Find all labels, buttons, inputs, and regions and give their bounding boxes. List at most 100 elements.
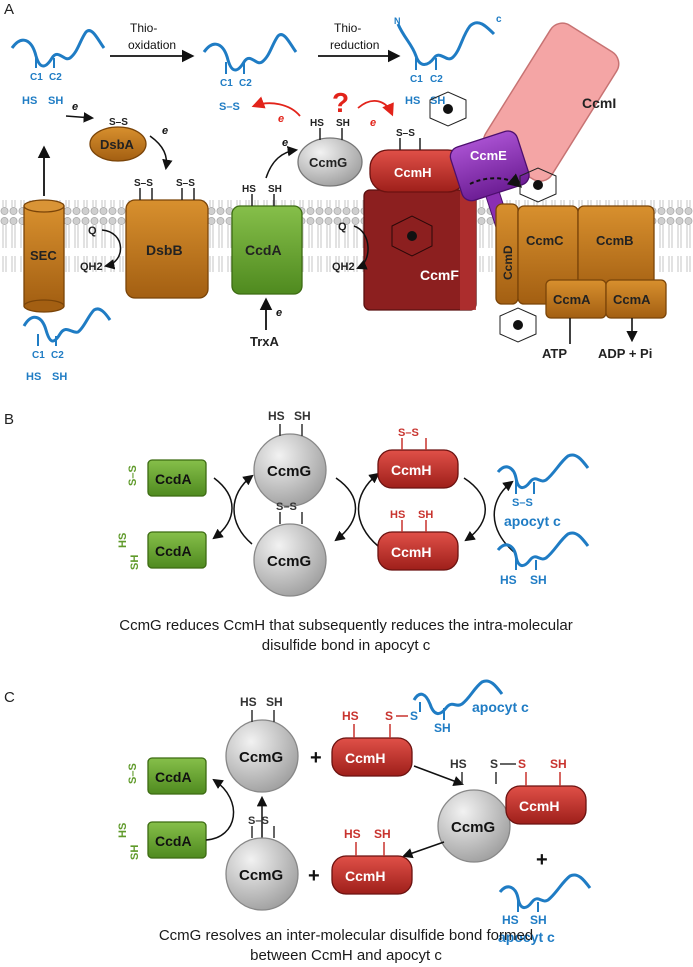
panel-c-caption-1: CcmG resolves an inter-molecular disulfi… — [159, 927, 533, 944]
ccmG-circle-b-top — [253, 433, 327, 507]
ccmg-to-ccmh-red-arrow — [357, 100, 394, 117]
apocyt-b-ss: S–S — [512, 497, 533, 509]
c-complex-arrow — [413, 765, 464, 786]
heme-icon-bottom — [499, 307, 537, 343]
ccmA-label-2: CcmA — [613, 292, 651, 307]
ccmG-label-b-bottom: CcmG — [267, 553, 311, 570]
ccdA-sh-label: SH — [268, 184, 282, 195]
q-cycle-arrow-2 — [353, 225, 369, 270]
ccmG-protein-a — [297, 137, 363, 187]
ccdA-c-top-ss: S–S — [127, 763, 139, 784]
dsbB-label: DsbB — [146, 242, 183, 258]
q-label-2: Q — [338, 221, 347, 233]
thio-reduction-line2: reduction — [330, 38, 379, 52]
apocyt-c-bottom-label: apocyt c — [498, 929, 555, 945]
ccmG-c-mid-hs: HS — [450, 757, 467, 771]
heme-icon-ccmc — [519, 167, 557, 203]
ccmH-c-bottom-hs: HS — [344, 827, 361, 841]
dsbA-label: DsbA — [100, 137, 135, 152]
sh-label: SH — [48, 95, 63, 107]
dsbA-protein — [89, 126, 147, 162]
ccmH-b-bottom-hs: HS — [390, 509, 405, 521]
thio-reduction-line1: Thio- — [334, 21, 361, 35]
ccmH-b-bottom-sh: SH — [418, 509, 433, 521]
panel-a-letter: A — [4, 1, 14, 18]
cyto-cys2-label: C2 — [51, 350, 64, 361]
trxA-label: TrxA — [250, 334, 280, 349]
ccmG-circle-c-bottom — [225, 837, 299, 911]
apocyt-b-label: apocyt c — [504, 513, 561, 529]
cyto-hs-label: HS — [26, 371, 41, 383]
apocyt-reduced-top-right — [396, 21, 496, 70]
ccmG-label-c-mid: CcmG — [451, 819, 495, 836]
electron-arrow-apocyt-dsba — [65, 112, 95, 123]
panel-b-letter: B — [4, 411, 14, 428]
ccmB-label: CcmB — [596, 233, 634, 248]
dsba-to-dsbb-arrow — [149, 135, 173, 171]
electron-label-1: e — [72, 101, 78, 113]
reduced-hs-label: HS — [405, 95, 420, 107]
ccmH-label-c-mid: CcmH — [519, 798, 559, 814]
step-thio-oxidation-label-2: oxidation — [128, 38, 176, 52]
ccmG-label-b-top: CcmG — [267, 463, 311, 480]
ccmG-label-c-top: CcmG — [239, 749, 283, 766]
plus-c-3: + — [308, 865, 320, 887]
exchange-arrow-b-2-up — [357, 472, 380, 547]
electron-label-2: e — [162, 125, 168, 137]
reduced-cys1-label: C1 — [410, 74, 423, 85]
ccmH-c-mid-sh: SH — [550, 757, 567, 771]
apocyt-b-reduced — [496, 531, 590, 570]
ccmG-c-top-hs: HS — [240, 695, 257, 709]
ccdA-b-top-ss: S–S — [127, 465, 139, 486]
ccmA-protein-2 — [605, 279, 667, 319]
oxidized-cys1-label: C1 — [220, 78, 233, 89]
qh2-label-1: QH2 — [80, 261, 103, 273]
panel-c-letter: C — [4, 689, 15, 706]
exchange-arrow-b-2-down — [334, 477, 357, 542]
ccmG-sh-label: SH — [336, 118, 350, 129]
ccdA-box-c-top — [147, 757, 207, 795]
exchange-arrow-b-3-down — [463, 477, 486, 542]
exchange-arrow-b-1-down — [212, 477, 233, 540]
apocyt-b-oxidized — [496, 453, 590, 494]
apocyt-c-top — [412, 679, 504, 720]
ccmG-b-bottom-ss: S–S — [276, 501, 297, 513]
apocyt-c-released-sh: SH — [530, 913, 547, 927]
sec-translocon — [23, 199, 65, 313]
ccdA-label-c-bottom: CcdA — [155, 833, 192, 849]
dsbB-protein — [125, 199, 209, 299]
c-terminus-label: c — [496, 14, 502, 25]
ccdA-c-bottom-hs: HS — [117, 823, 129, 838]
ccmE-label: CcmE — [470, 148, 507, 163]
ccmH-cyl-c-mid — [505, 785, 587, 825]
ccmF-protein — [363, 189, 477, 311]
ccdA-c-bottom-sh: SH — [129, 845, 141, 860]
ccmH-cyl-b-top — [377, 449, 459, 489]
q-cycle-arrow-1 — [101, 229, 122, 270]
ccmH-ss-label-a: S–S — [396, 128, 415, 139]
plus-c-2: + — [536, 849, 548, 871]
ccda-to-ccmg-arrow — [265, 145, 299, 179]
ccdA-protein — [231, 205, 303, 295]
apocyt-c-top-sh: SH — [434, 721, 451, 735]
qh2-label-2: QH2 — [332, 261, 355, 273]
atp-label: ATP — [542, 346, 567, 361]
ccmC-label: CcmC — [526, 233, 564, 248]
ccdA-b-bottom-hs: HS — [117, 533, 129, 548]
apocyt-c-released — [498, 873, 592, 912]
electron-label-trxA: e — [276, 307, 282, 319]
ccmA-label-1: CcmA — [553, 292, 591, 307]
cyto-sh-label: SH — [52, 371, 67, 383]
apocyt-oxidized — [202, 33, 298, 74]
ccmG-c-bottom-ss: S–S — [248, 815, 269, 827]
ccmg-to-oxidized-red-arrow — [251, 96, 301, 117]
hs-label: HS — [22, 95, 37, 107]
apocyt-cytoplasm — [22, 307, 112, 346]
apocyt-c-released-hs: HS — [502, 913, 519, 927]
ccdA-label-b-top: CcdA — [155, 471, 192, 487]
dsbB-ss-1: S–S — [134, 178, 153, 189]
ccdA-b-bottom-sh: SH — [129, 555, 141, 570]
apocyt-c-top-label: apocyt c — [472, 699, 529, 715]
exchange-arrow-b-1-up — [233, 474, 254, 545]
